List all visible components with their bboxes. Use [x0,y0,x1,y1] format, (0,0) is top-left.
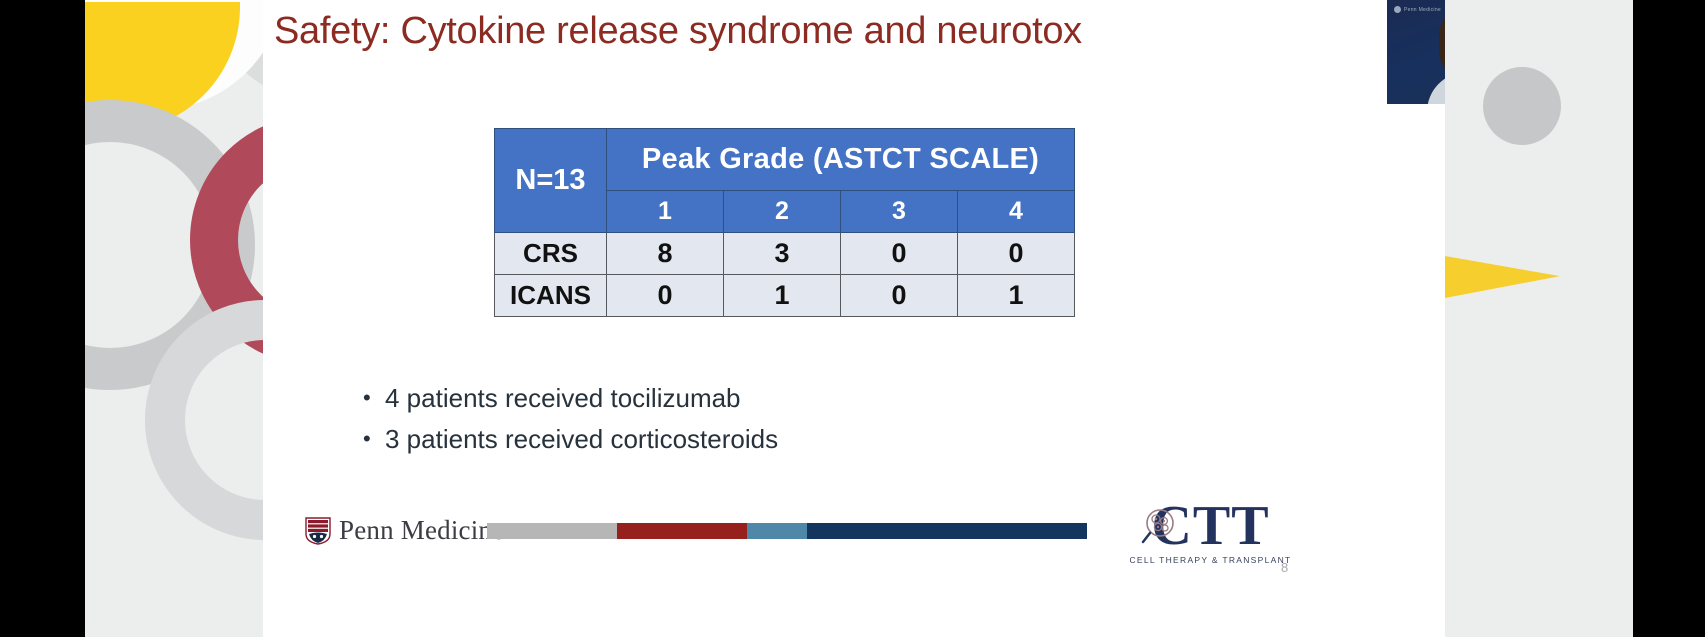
footer-bar-steelblue [747,523,807,539]
table-cell-icans-3: 0 [840,274,958,317]
table-head: N=13 Peak Grade (ASTCT SCALE) 1 2 3 4 [494,128,1075,233]
ctt-logo: CTT CELL THERAPY & TRANSPLANT [1118,495,1303,565]
page-title: Safety: Cytokine release syndrome and ne… [274,10,1082,52]
ctt-tagline: CELL THERAPY & TRANSPLANT [1129,555,1292,565]
penn-shield-icon [305,516,331,545]
table-header-row-group: N=13 Peak Grade (ASTCT SCALE) [494,128,1075,233]
decorative-arcs-right [1445,0,1633,637]
ctt-cells-magnifier-icon [1141,509,1174,544]
presentation-slide: Safety: Cytokine release syndrome and ne… [263,0,1445,637]
list-item: • 4 patients received tocilizumab [363,382,778,414]
video-badge: Penn Medicine [1394,6,1441,13]
ctt-mark: CTT [1118,495,1303,557]
peak-grade-table: N=13 Peak Grade (ASTCT SCALE) 1 2 3 4 CR… [494,128,1075,317]
decorative-arcs-left [85,0,263,637]
decor-gray-circle-right [1483,67,1561,145]
table-row-label-crs: CRS [494,232,607,275]
table-cell-icans-2: 1 [723,274,841,317]
table-cell-crs-2: 3 [723,232,841,275]
footer-bar-gray [487,523,617,539]
table-corner-label: N=13 [494,128,607,233]
slide-number: 8 [1281,560,1289,575]
table-row: CRS 8 3 0 0 [494,232,1075,275]
footer-bar-crimson [617,523,747,539]
penn-medicine-wordmark: Penn Medicine [339,515,505,545]
table-cell-crs-4: 0 [957,232,1075,275]
bullet-text-2: 3 patients received corticosteroids [385,424,779,454]
table-grade-header-3: 3 [840,190,958,233]
table-row: ICANS 0 1 0 1 [494,274,1075,317]
speaker-body [1427,72,1445,104]
table-cell-crs-3: 0 [840,232,958,275]
footer-color-bars [487,523,1087,539]
table-body: CRS 8 3 0 0 ICANS 0 1 0 1 [494,232,1075,317]
penn-medicine-logo: Penn Medicine [305,515,504,546]
slide-footer: Penn Medicine CTT [263,495,1445,637]
speaker-hair [1439,2,1445,80]
bullet-list: • 4 patients received tocilizumab • 3 pa… [363,382,778,464]
penn-shield-icon [1394,6,1401,13]
list-item: • 3 patients received corticosteroids [363,423,778,455]
bullet-dot-icon: • [363,385,371,410]
table-grade-header-2: 2 [723,190,841,233]
speaker-webcam-thumbnail[interactable]: Penn Medicine CTT [1387,0,1445,104]
bullet-dot-icon: • [363,426,371,451]
table-cell-icans-1: 0 [606,274,724,317]
table-cell-crs-1: 8 [606,232,724,275]
table-row-label-icans: ICANS [494,274,607,317]
ctt-letters: CTT [1151,495,1270,557]
table-cell-icans-4: 1 [957,274,1075,317]
table-group-header: Peak Grade (ASTCT SCALE) [606,128,1075,191]
bullet-text-1: 4 patients received tocilizumab [385,383,741,413]
video-badge-text: Penn Medicine [1404,6,1441,13]
footer-bar-navy [807,523,1087,539]
table-grade-header-1: 1 [606,190,724,233]
table-grade-header-4: 4 [957,190,1075,233]
